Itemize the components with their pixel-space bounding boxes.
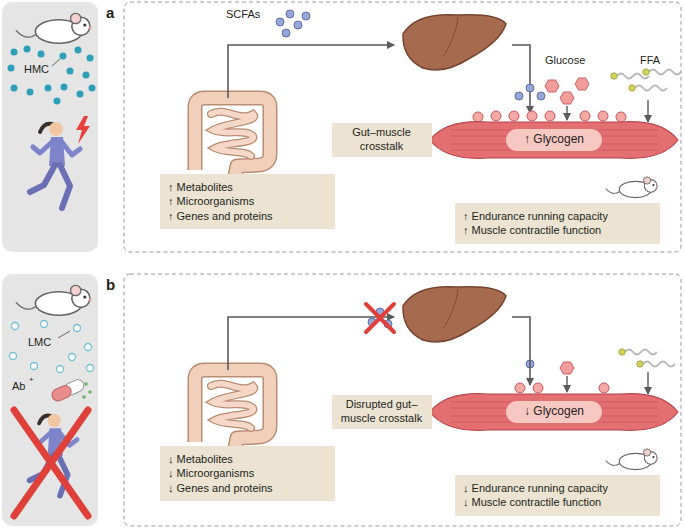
cross-mark [366,304,394,332]
model-label: LMC [28,336,51,349]
node-text: ↑ Endurance running capacity [463,209,652,223]
muscle-node: ↓ Glycogen [428,388,680,436]
leader-line [52,59,60,66]
metabolite-label: SCFAs [226,8,260,21]
model-panel [2,274,98,526]
node-text: ↑ Microorganisms [168,194,327,208]
ffa-molecules [619,349,675,367]
panel-letter: a [106,4,114,22]
mechanism-panel [124,274,681,526]
flow-arrow [228,45,394,98]
treatment-label: Ab [12,380,25,393]
flow-arrow [566,106,567,120]
muscle-text: ↓ Glycogen [524,404,584,420]
flow-arrow [512,317,530,385]
microbiota-dots [10,321,94,373]
superscript: + [29,375,34,385]
muscle-node: ↑ Glycogen [428,116,680,164]
glycogen-granules [515,383,609,393]
flow-arrow [512,45,530,113]
metabolite-label: Glucose [545,54,585,67]
node-text: ↑ Metabolites [168,180,327,194]
flow-arrow [647,372,648,394]
flow-arrow [566,376,567,392]
metabolite-label: FFA [640,54,660,67]
mouse [16,285,92,315]
node-text: ↓ Endurance running capacity [463,481,652,495]
node-text: ↓ Glycogen [524,404,584,420]
pill-granules [82,382,92,399]
node-text: ↑ Glycogen [524,132,584,148]
text-box: ↑ Metabolites↑ Microorganisms↑ Genes and… [160,174,335,229]
lightning [76,116,90,144]
glucose-hexagons [545,78,589,104]
liver [403,15,506,70]
mouse [606,177,658,198]
microbiota-dots [8,46,96,105]
antibiotic-pill [50,378,86,403]
node-text: ↑ Muscle contractile function [463,223,652,237]
flow-arrow [647,100,648,122]
leader-line [58,331,70,338]
glycogen-granules [473,111,626,122]
cross-mark [14,410,88,516]
model-panel [2,2,98,252]
mouse [16,13,92,43]
node-text: ↓ Microorganisms [168,466,327,480]
glucose-hexagons [560,362,574,374]
scfa-dots [276,10,545,100]
text-box: ↓ Metabolites↓ Microorganisms↓ Genes and… [160,446,335,501]
node-text: ↓ Metabolites [168,452,327,466]
panel-b-art [2,274,681,526]
liver [403,287,506,342]
gut-summary-box: ↓ Metabolites↓ Microorganisms↓ Genes and… [160,364,335,501]
runner [30,122,80,208]
edge-label: Gut–muscle crosstalk [332,123,432,157]
node-text: ↓ Genes and proteins [168,481,327,495]
node-text: ↑ Genes and proteins [168,209,327,223]
outcome-box: ↑ Endurance running capacity↑ Muscle con… [455,203,660,244]
gut [195,370,270,448]
mechanism-panel [124,2,681,252]
muscle-text: ↑ Glycogen [524,132,584,148]
outcome-box: ↓ Endurance running capacity↓ Muscle con… [455,475,660,516]
gut [195,98,270,176]
ffa-molecules [611,69,681,91]
panel-letter: b [106,276,115,294]
node-text: ↓ Muscle contractile function [463,495,652,509]
scfa-dots [368,308,534,368]
gut-summary-box: ↑ Metabolites↑ Microorganisms↑ Genes and… [160,92,335,229]
flow-arrow [228,317,394,370]
model-label: HMC [24,63,49,76]
panel-a-art [2,2,681,252]
edge-label: Disrupted gut–muscle crosstalk [332,395,432,429]
mouse [606,449,658,470]
